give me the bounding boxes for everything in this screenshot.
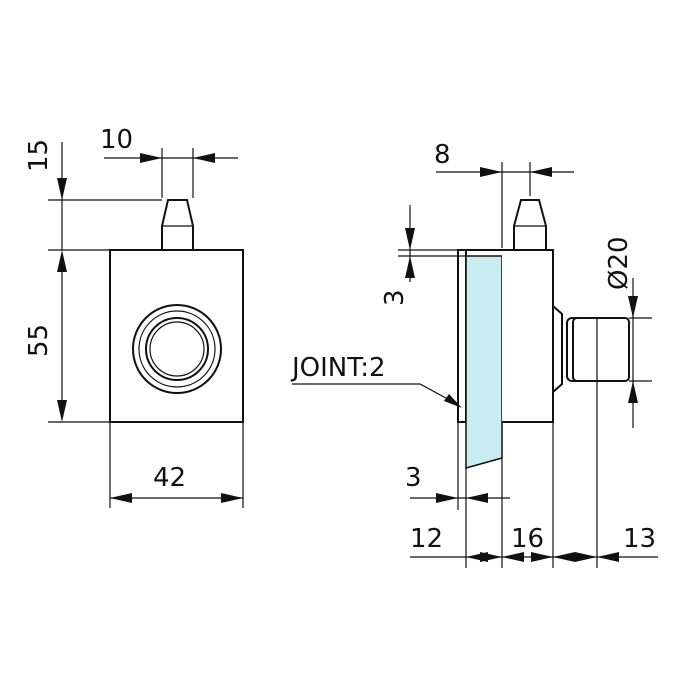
joint-label: JOINT:2 <box>290 353 386 383</box>
dim-side-diameter-text: Ø20 <box>604 236 634 290</box>
dim-side-gap: 3 <box>405 422 510 510</box>
dim-side-offset: 3 <box>380 205 466 306</box>
front-view: 10 15 55 42 <box>24 125 244 508</box>
dim-side-bottom-mid-text: 16 <box>511 524 544 554</box>
side-back-plate <box>457 249 467 423</box>
dim-side-bottom-chain: 12 16 13 <box>410 381 658 568</box>
side-glass-panel <box>465 255 503 469</box>
dim-front-top-height-text: 15 <box>24 139 54 172</box>
dim-side-top-width: 8 <box>434 140 574 248</box>
front-body <box>109 249 244 423</box>
dim-side-offset-text: 3 <box>380 289 410 306</box>
front-inner-ring <box>145 317 209 381</box>
dim-side-top-width-text: 8 <box>434 140 451 170</box>
side-view: 8 Ø20 3 JOINT:2 <box>290 140 658 568</box>
side-knob-base <box>552 305 563 393</box>
front-outer-ring <box>132 304 222 394</box>
dim-side-bottom-left-text: 12 <box>410 524 443 554</box>
dim-side-bottom-right-text: 13 <box>623 524 656 554</box>
dim-side-diameter: Ø20 <box>604 236 652 428</box>
dim-front-top-height: 15 <box>24 139 162 272</box>
dim-front-width-text: 42 <box>153 463 186 493</box>
side-knob <box>572 317 630 382</box>
joint-callout: JOINT:2 <box>290 353 462 408</box>
dim-front-top-width: 10 <box>100 125 238 198</box>
dim-front-top-width-text: 10 <box>100 125 133 155</box>
dim-front-height-text: 55 <box>24 324 54 357</box>
side-nozzle <box>513 199 547 250</box>
front-nozzle <box>161 199 194 250</box>
dim-side-gap-text: 3 <box>405 463 422 493</box>
dim-front-width: 42 <box>109 422 244 508</box>
dim-front-height: 55 <box>24 249 110 423</box>
side-clamp-body <box>502 249 554 423</box>
